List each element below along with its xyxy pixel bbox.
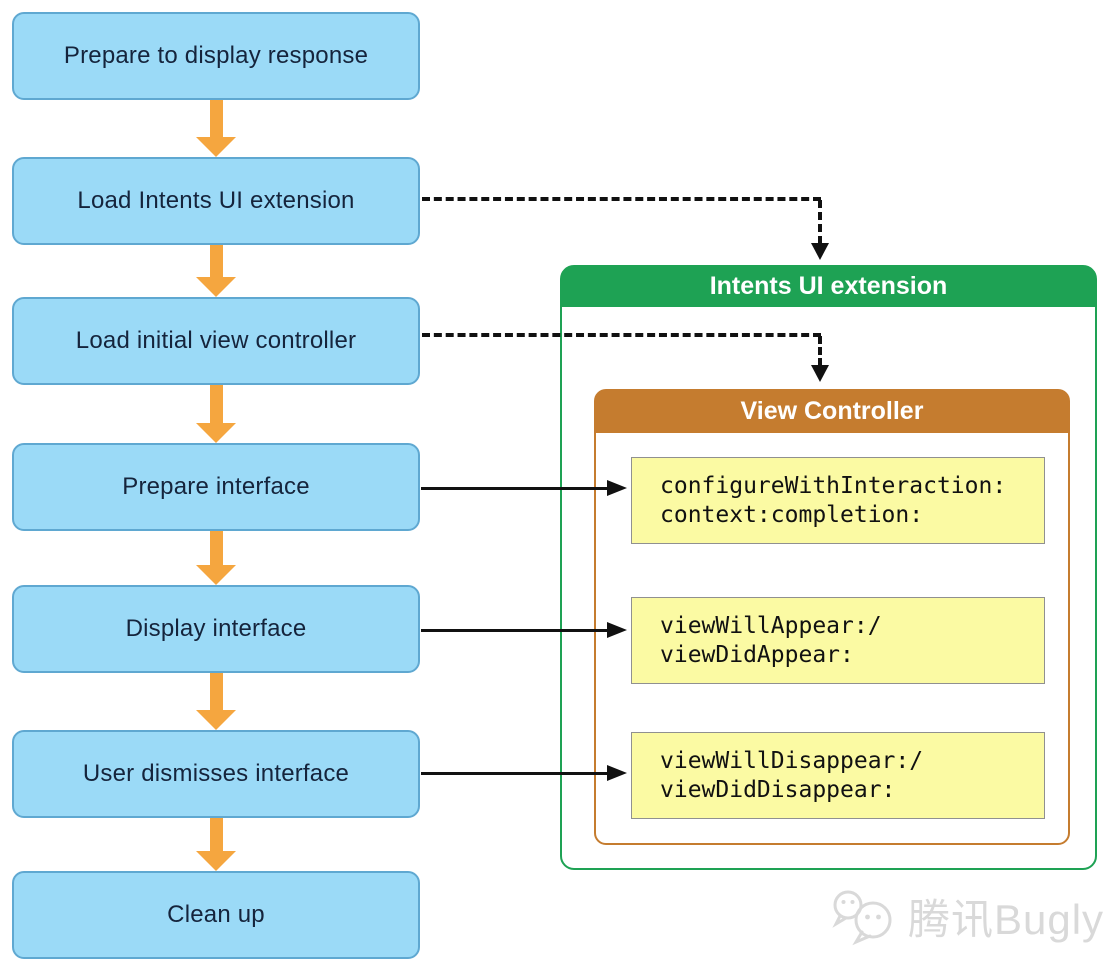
connector-arrowhead-right-icon bbox=[607, 622, 627, 638]
connector-solid-line bbox=[421, 487, 608, 490]
flow-arrow-down-icon bbox=[196, 245, 236, 297]
step-label: Display interface bbox=[125, 615, 307, 642]
method-line: configureWithInteraction: bbox=[660, 472, 1007, 499]
flow-arrow-down-icon bbox=[196, 531, 236, 585]
step-display-interface: Display interface bbox=[12, 585, 420, 673]
arrow-stem bbox=[209, 673, 223, 711]
view-controller-panel: View Controller configureWithInteraction… bbox=[594, 389, 1070, 845]
method-view-will-did-appear: viewWillAppear:/ viewDidAppear: bbox=[631, 597, 1045, 684]
connector-solid-line bbox=[421, 629, 608, 632]
step-label: User dismisses interface bbox=[82, 760, 350, 787]
flow-arrow-down-icon bbox=[196, 100, 236, 157]
step-load-initial-view-controller: Load initial view controller bbox=[12, 297, 420, 385]
arrow-head bbox=[196, 710, 236, 730]
connector-arrowhead-right-icon bbox=[607, 765, 627, 781]
arrow-stem bbox=[209, 531, 223, 566]
method-configure-with-interaction: configureWithInteraction: context:comple… bbox=[631, 457, 1045, 544]
arrow-head bbox=[196, 137, 236, 157]
connector-dashed-line bbox=[422, 333, 821, 337]
arrow-stem bbox=[209, 245, 223, 278]
step-label: Load Intents UI extension bbox=[77, 187, 355, 214]
arrow-stem bbox=[209, 100, 223, 138]
arrow-head bbox=[196, 851, 236, 871]
step-label: Prepare to display response bbox=[63, 42, 369, 69]
step-label: Prepare interface bbox=[122, 473, 310, 500]
arrow-stem bbox=[209, 818, 223, 852]
connector-arrowhead-right-icon bbox=[607, 480, 627, 496]
connector-dashed-line bbox=[818, 336, 822, 366]
arrow-head bbox=[196, 423, 236, 443]
watermark: 腾讯Bugly bbox=[830, 886, 1104, 947]
connector-dashed-line bbox=[818, 200, 822, 244]
method-line: viewWillDisappear:/ bbox=[660, 747, 924, 774]
flow-arrow-down-icon bbox=[196, 818, 236, 871]
connector-solid-line bbox=[421, 772, 608, 775]
watermark-brand-text: 腾讯Bugly bbox=[908, 896, 1105, 943]
connector-arrowhead-down-icon bbox=[811, 365, 829, 382]
flow-arrow-down-icon bbox=[196, 385, 236, 443]
step-load-intents-ui-extension: Load Intents UI extension bbox=[12, 157, 420, 245]
flow-arrow-down-icon bbox=[196, 673, 236, 730]
connector-dashed-line bbox=[422, 197, 821, 201]
method-line: viewDidAppear: bbox=[660, 641, 854, 668]
arrow-stem bbox=[209, 385, 223, 424]
step-label: Clean up bbox=[167, 901, 265, 928]
method-view-will-did-disappear: viewWillDisappear:/ viewDidDisappear: bbox=[631, 732, 1045, 819]
step-user-dismisses-interface: User dismisses interface bbox=[12, 730, 420, 818]
intents-ui-extension-title: Intents UI extension bbox=[561, 266, 1096, 307]
connector-arrowhead-down-icon bbox=[811, 243, 829, 260]
bugly-chat-bubbles-icon bbox=[832, 890, 892, 945]
step-prepare-to-display-response: Prepare to display response bbox=[12, 12, 420, 100]
view-controller-title: View Controller bbox=[595, 390, 1069, 433]
method-line: viewWillAppear:/ bbox=[660, 612, 882, 639]
method-line: context:completion: bbox=[660, 501, 924, 528]
step-clean-up: Clean up bbox=[12, 871, 420, 959]
step-prepare-interface: Prepare interface bbox=[12, 443, 420, 531]
intents-ui-extension-panel: Intents UI extension View Controller con… bbox=[560, 265, 1097, 870]
step-label: Load initial view controller bbox=[75, 327, 357, 354]
method-line: viewDidDisappear: bbox=[660, 776, 896, 803]
arrow-head bbox=[196, 565, 236, 585]
arrow-head bbox=[196, 277, 236, 297]
